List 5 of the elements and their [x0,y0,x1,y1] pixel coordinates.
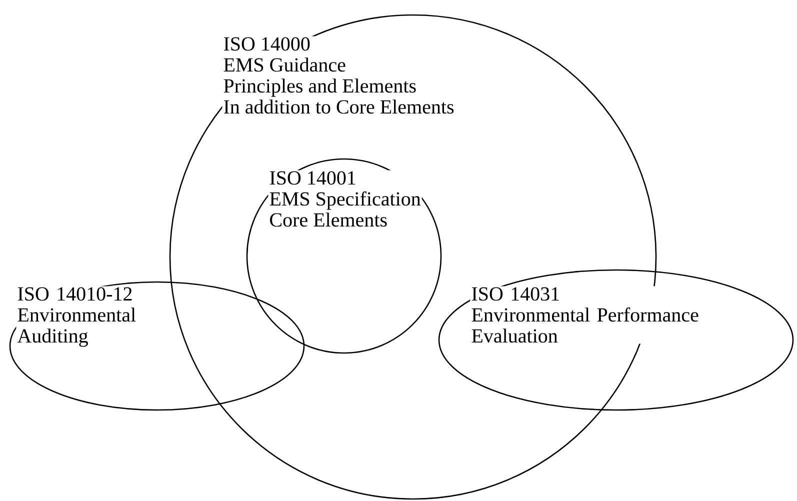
node-label: ISO 14010-12 Environmental Auditing [16,286,142,348]
node-label: ISO 14000 EMS Guidance Principles and Elements In addition to Core Elements [222,36,456,115]
node-label: ISO 14001 EMS Specification Core Elements [268,170,422,228]
node-label: ISO 14031 Environmental Performance Evaluation [470,286,712,344]
right-ellipse [438,269,794,411]
